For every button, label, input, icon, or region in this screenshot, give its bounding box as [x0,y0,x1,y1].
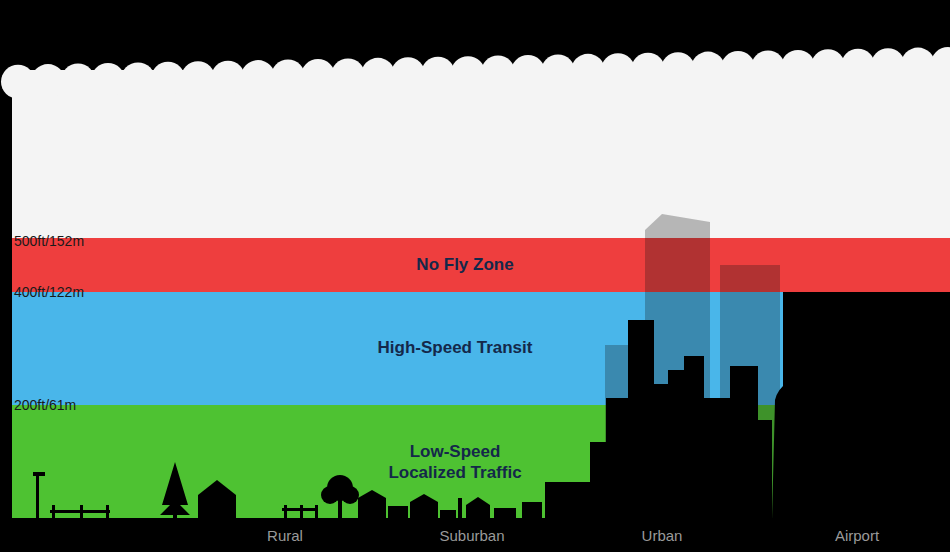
zone-label: Low-Speed Localized Traffic [375,442,535,483]
area-label: Airport [835,527,879,544]
sky [12,80,950,240]
planned-towers [605,214,780,520]
silhouettes [0,320,950,552]
clouds [1,47,950,99]
altitude-label: 400ft/122m [14,284,84,300]
altitude-label: 500ft/152m [14,233,84,249]
area-label: Suburban [439,527,504,544]
zone-label: High-Speed Transit [378,338,533,358]
area-label: Rural [267,527,303,544]
altitude-label: 200ft/61m [14,397,76,413]
area-label: Urban [642,527,683,544]
zone-label: No Fly Zone [416,255,513,275]
no-fly-band: No Fly Zone [12,238,950,292]
cloud-base [12,70,950,90]
